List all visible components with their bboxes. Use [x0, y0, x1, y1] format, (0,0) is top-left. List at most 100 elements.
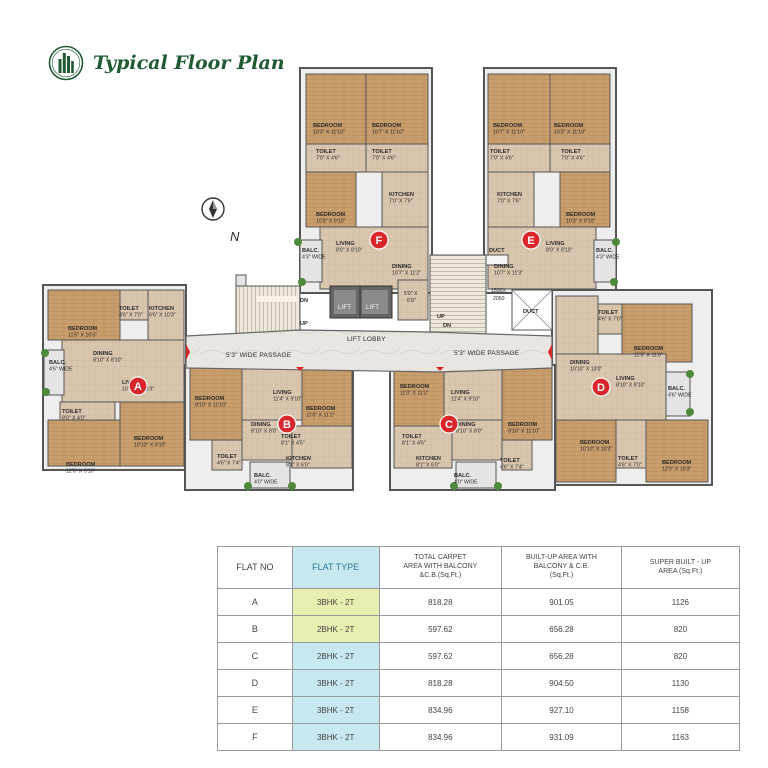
room-name: DINING — [392, 264, 412, 270]
room-dimension: 4'3" WIDE — [302, 255, 326, 261]
flat-marker-letter: B — [283, 419, 291, 431]
room-dimension: 4'6" X 7'4" — [500, 465, 524, 471]
room-name: DINING — [93, 351, 113, 357]
room-dimension: 11'4" X 9'10" — [273, 397, 302, 403]
room-name: BALC. — [454, 473, 472, 479]
room-name: BEDROOM — [372, 123, 402, 129]
room-name: BALC. — [49, 360, 67, 366]
room-dimension: 10'10" X 13'0" — [570, 367, 602, 373]
room-name: BALC. — [254, 473, 272, 479]
room-name: DINING — [456, 422, 476, 428]
header-line: (Sq.Ft.) — [549, 571, 574, 579]
header-line: AREA (Sq.Ft.) — [658, 567, 703, 575]
builtup-area-cell: 901.05 — [501, 588, 622, 616]
room-name: BEDROOM — [566, 212, 596, 218]
stair-up-label: UP — [300, 321, 308, 327]
room-dimension: 11'0" X 11'2" — [306, 413, 335, 419]
room-name: BEDROOM — [134, 436, 164, 442]
flat-f-rooms — [299, 73, 429, 290]
room-dimension: 4'6" X 7'0" — [598, 317, 622, 323]
room-label-group: BALC.4'3" WIDE — [596, 248, 620, 261]
header-flat-type: FLAT TYPE — [291, 546, 380, 589]
room-dimension: 9'10" X 11'10" — [508, 429, 540, 435]
flat-marker-f: F — [369, 230, 389, 250]
flat-marker-badge — [128, 376, 148, 396]
room-dimension: 10'3" X 9'10" — [316, 219, 345, 225]
flat-marker-letter: F — [376, 235, 383, 247]
room-dimension: 7'0" X 7'6" — [389, 199, 413, 205]
room-name: LIVING — [616, 376, 635, 382]
flat-marker-letter: E — [527, 235, 534, 247]
stair-dn-label: DN — [443, 323, 451, 329]
room-dimension: 11'5" X 10'3" — [68, 333, 97, 339]
room-dimension: 7'0" X 4'6" — [490, 156, 514, 162]
room-dimension: 7'0" X 4'6" — [561, 156, 585, 162]
flat-no-cell: F — [217, 723, 293, 751]
room-dimension: 10'7" X 11'10" — [493, 130, 525, 136]
flat-marker-d: D — [591, 377, 611, 397]
flat-type-cell: 3BHK - 2T — [291, 588, 380, 616]
room-name: TOILET — [490, 149, 510, 155]
room-dimension: 4'0" WIDE — [454, 480, 478, 486]
room-dimension: 4'6" WIDE — [49, 367, 73, 373]
room-dimension: 8'10" X 8'0" — [251, 429, 278, 435]
header-line: BUILT-UP AREA WITH — [526, 554, 597, 562]
room-name: BEDROOM — [493, 123, 523, 129]
room-dimension: 7'0" X 4'6" — [372, 156, 396, 162]
flat-marker-b: B — [277, 414, 297, 434]
duct-label: DUCT — [523, 309, 539, 315]
flat-no-cell: D — [217, 669, 293, 697]
super-builtup-cell: 820 — [620, 642, 741, 670]
lobby-size-label: 5'0" X — [404, 291, 418, 297]
room-name: BALC. — [596, 248, 614, 254]
room-name: BEDROOM — [580, 440, 610, 446]
room-dimension: 10'10" X 9'10" — [134, 443, 166, 449]
super-builtup-cell: 1126 — [620, 588, 741, 616]
page-title: Typical Floor Plan — [93, 52, 285, 74]
flat-marker-badge — [277, 414, 297, 434]
flat-no-cell: B — [217, 615, 293, 643]
room-name: DINING — [570, 360, 590, 366]
flat-marker-letter: C — [445, 419, 453, 431]
lift-label: LIFT — [338, 305, 351, 311]
room-name: KITCHEN — [149, 306, 174, 312]
builtup-area-cell: 656.28 — [501, 642, 622, 670]
room-name: BALC. — [302, 248, 320, 254]
passage-label: 5'3" WIDE PASSAGE — [454, 350, 520, 357]
room-name: TOILET — [500, 458, 520, 464]
room-name: BEDROOM — [554, 123, 584, 129]
table-header-row: FLAT NO FLAT TYPE TOTAL CARPET AREA WITH… — [217, 546, 741, 589]
header-flat-no: FLAT NO — [217, 546, 293, 589]
flat-type-cell: 3BHK - 2T — [291, 696, 380, 724]
room-name: KITCHEN — [497, 192, 522, 198]
room-name: BEDROOM — [306, 406, 336, 412]
room-name: LIVING — [451, 390, 470, 396]
flat-e-rooms — [487, 73, 617, 290]
room-dimension: 8'10" X 8'0" — [456, 429, 483, 435]
room-dimension: 8'1" X 4'5" — [402, 441, 426, 447]
room-name: TOILET — [618, 456, 638, 462]
room-name: BEDROOM — [316, 212, 346, 218]
room-name: BEDROOM — [400, 384, 430, 390]
flat-type-cell: 3BHK - 2T — [291, 723, 380, 751]
